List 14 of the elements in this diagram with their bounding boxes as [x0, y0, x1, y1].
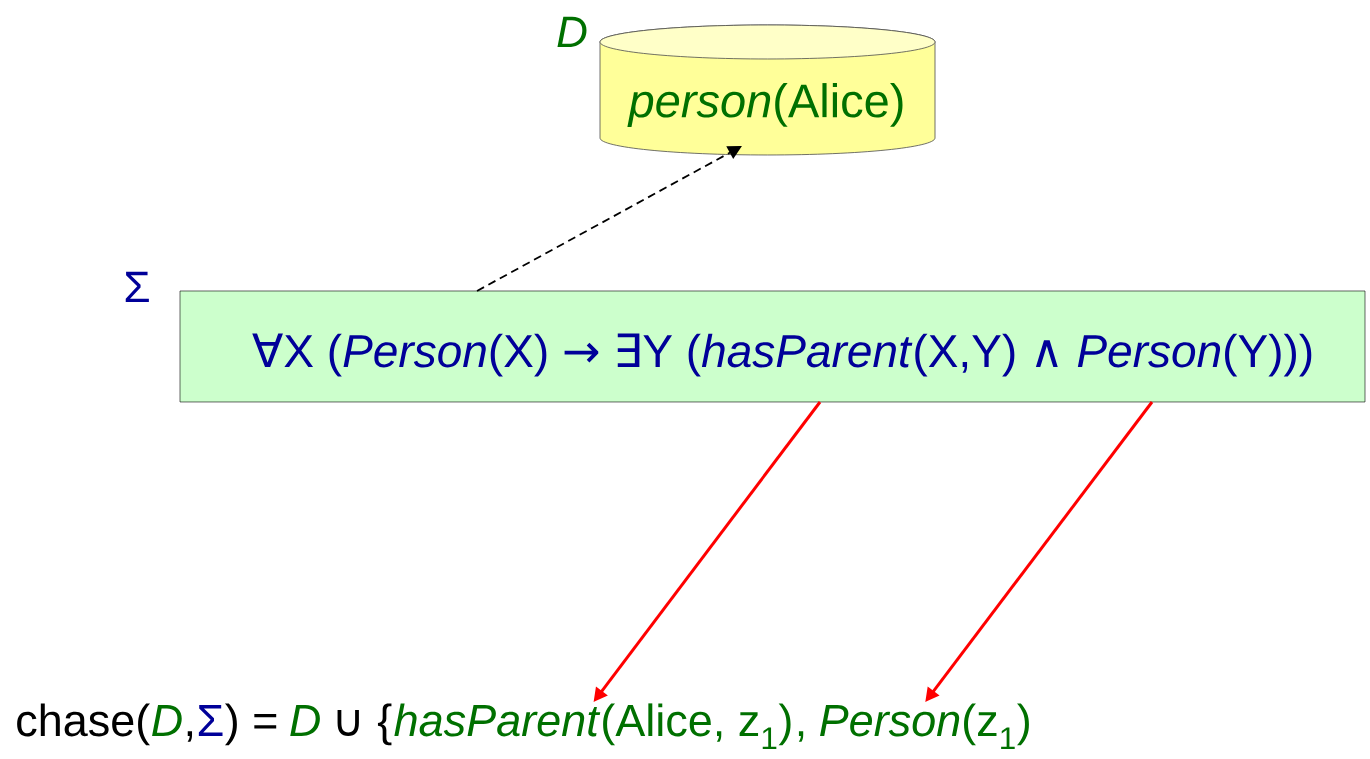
fact-text: Person(z$_{1}$)	[820, 703, 1029, 750]
formula-text: D	[152, 705, 182, 736]
database-cylinder: person(Alice)	[599, 24, 936, 156]
set-symbol: Σ	[125, 271, 149, 303]
formula-text: ) =	[224, 703, 277, 746]
arrow	[476, 146, 742, 292]
formula-text: ∪ {	[337, 703, 392, 746]
formula-text: ,	[798, 731, 804, 742]
formula-text: chase(	[17, 703, 150, 746]
formula-text: ,	[187, 731, 193, 742]
formula-text: D	[290, 705, 320, 736]
fact-text: hasParent(Alice, z$_{1}$)	[394, 703, 791, 750]
formula-text: Σ	[198, 705, 223, 736]
set-symbol: D	[557, 16, 587, 48]
